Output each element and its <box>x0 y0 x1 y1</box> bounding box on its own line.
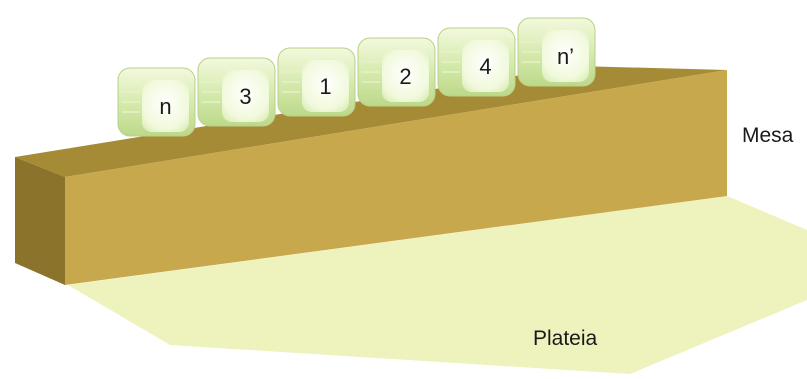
box-5: 4 <box>437 27 516 97</box>
box-row: n 3 1 2 4 n’ <box>117 17 596 137</box>
table <box>15 66 727 285</box>
box-2: 3 <box>197 57 276 127</box>
audience-label: Plateia <box>533 327 598 350</box>
box-face <box>142 80 189 132</box>
box-face <box>542 30 589 82</box>
table-top-face <box>15 66 727 177</box>
table-front-face <box>65 70 727 285</box>
box-label: 1 <box>319 74 331 99</box>
box-6: n’ <box>517 17 596 87</box>
table-label: Mesa <box>742 124 794 147</box>
box-3: 1 <box>277 47 356 117</box>
box-label: n’ <box>557 44 574 69</box>
box-face <box>382 50 429 102</box>
box-face <box>462 40 509 92</box>
box-face <box>302 60 349 112</box>
box-1: n <box>117 67 196 137</box>
audience-area <box>68 196 807 374</box>
box-label: n <box>159 94 171 119</box>
box-label: 2 <box>399 64 411 89</box>
box-label: 3 <box>239 84 251 109</box>
table-side-face <box>15 157 65 285</box>
box-face <box>222 70 269 122</box>
box-label: 4 <box>479 54 491 79</box>
box-4: 2 <box>357 37 436 107</box>
